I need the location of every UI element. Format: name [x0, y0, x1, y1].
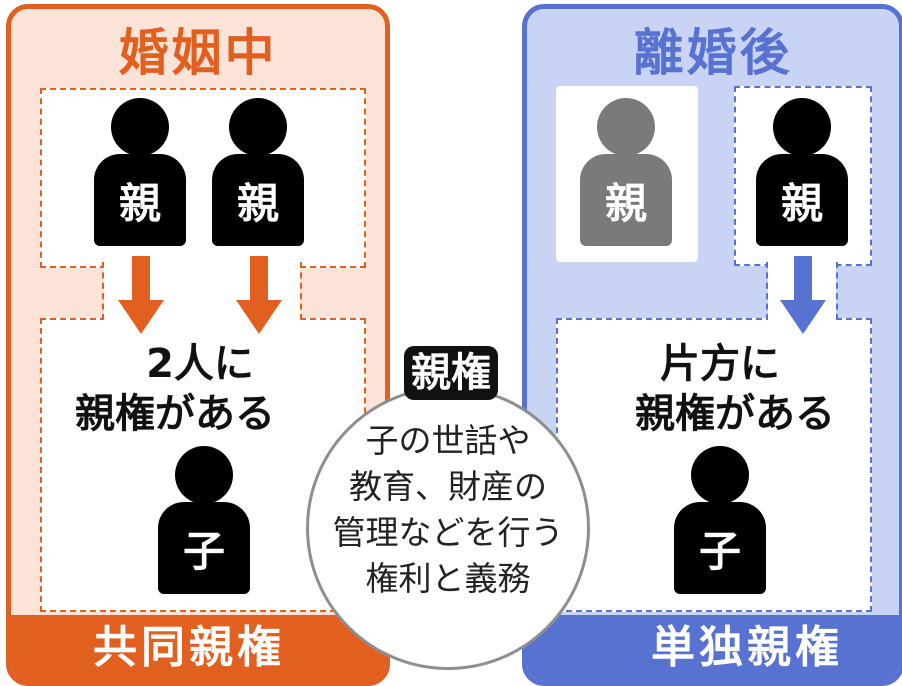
left-parent-1-label: 親 [94, 154, 186, 246]
left-panel-footer: 共同親権 [11, 615, 385, 681]
definition-circle [306, 386, 590, 670]
right-custodial-parent-person-icon: 親 [756, 98, 848, 248]
left-connector-edge-2 [300, 262, 302, 320]
left-parents-region [40, 88, 366, 268]
right-panel-footer: 単独親権 [527, 615, 899, 681]
left-statement-line-1: 2人に [146, 341, 254, 387]
definition-line-2: 教育、財産の [349, 467, 547, 506]
right-connector-edge-2 [836, 262, 838, 320]
left-child-person-icon: 子 [158, 446, 250, 596]
right-panel-title: 離婚後 [633, 24, 793, 82]
definition-line-4: 権利と義務 [365, 559, 531, 598]
left-down-arrow-icon-1 [118, 256, 164, 334]
right-statement-line-1: 片方に [660, 341, 780, 387]
right-connector-edge-1 [766, 262, 768, 320]
left-child-label: 子 [158, 502, 250, 594]
right-child-label: 子 [674, 502, 766, 594]
parental-rights-badge: 親権 [404, 346, 498, 400]
left-down-arrow-icon-2 [236, 256, 282, 334]
definition-line-3: 管理などを行う [332, 513, 564, 552]
left-parent-2-label: 親 [212, 154, 304, 246]
right-child-person-icon: 子 [674, 446, 766, 596]
left-parent-2-person-icon: 親 [212, 98, 304, 248]
right-parent-1-label: 親 [580, 154, 672, 246]
left-panel-title: 婚姻中 [118, 24, 278, 82]
right-parent-2-label: 親 [756, 154, 848, 246]
definition-line-1: 子の世話や [365, 421, 531, 460]
left-connector-edge-1 [102, 262, 104, 320]
left-statement-line-2: 親権がある [75, 391, 275, 437]
definition-text: 子の世話や 教育、財産の 管理などを行う 権利と義務 [306, 418, 590, 602]
right-statement-line-2: 親権がある [635, 391, 835, 437]
left-parent-1-person-icon: 親 [94, 98, 186, 248]
right-absent-parent-person-icon: 親 [580, 98, 672, 248]
right-down-arrow-icon [780, 256, 826, 334]
